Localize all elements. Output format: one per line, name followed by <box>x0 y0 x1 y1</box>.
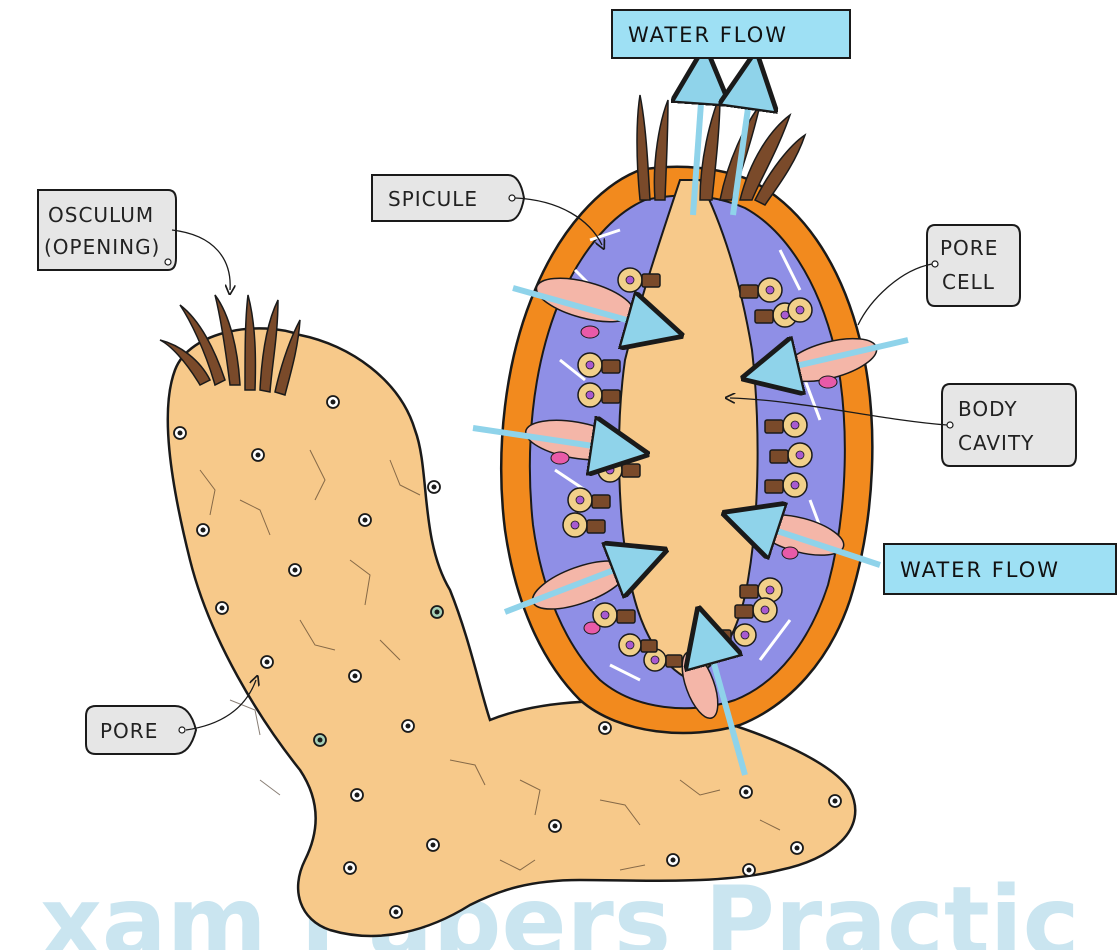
osculum-label-1: OSCULUM <box>48 203 154 227</box>
water-flow-right-label: WATER FLOW <box>900 558 1060 582</box>
water-flow-top-label: WATER FLOW <box>628 23 788 47</box>
label-water-flow-right: WATER FLOW <box>884 544 1116 594</box>
label-osculum: OSCULUM (OPENING) <box>38 190 230 290</box>
osculum-leader <box>172 230 230 290</box>
body-cavity-label-1: BODY <box>958 397 1018 421</box>
body-cavity-label-2: CAVITY <box>958 431 1034 455</box>
label-pore-cell: PORE CELL <box>858 225 1020 325</box>
pore-label: PORE <box>100 719 158 743</box>
osculum-label-2: (OPENING) <box>44 235 160 259</box>
label-water-flow-top: WATER FLOW <box>612 10 850 58</box>
pore-cell-label-1: PORE <box>940 236 998 260</box>
label-pore: PORE <box>86 680 256 754</box>
spicule-label: SPICULE <box>388 187 478 211</box>
pore-cell-label-2: CELL <box>942 270 995 294</box>
pore-cell-leader <box>858 264 932 325</box>
